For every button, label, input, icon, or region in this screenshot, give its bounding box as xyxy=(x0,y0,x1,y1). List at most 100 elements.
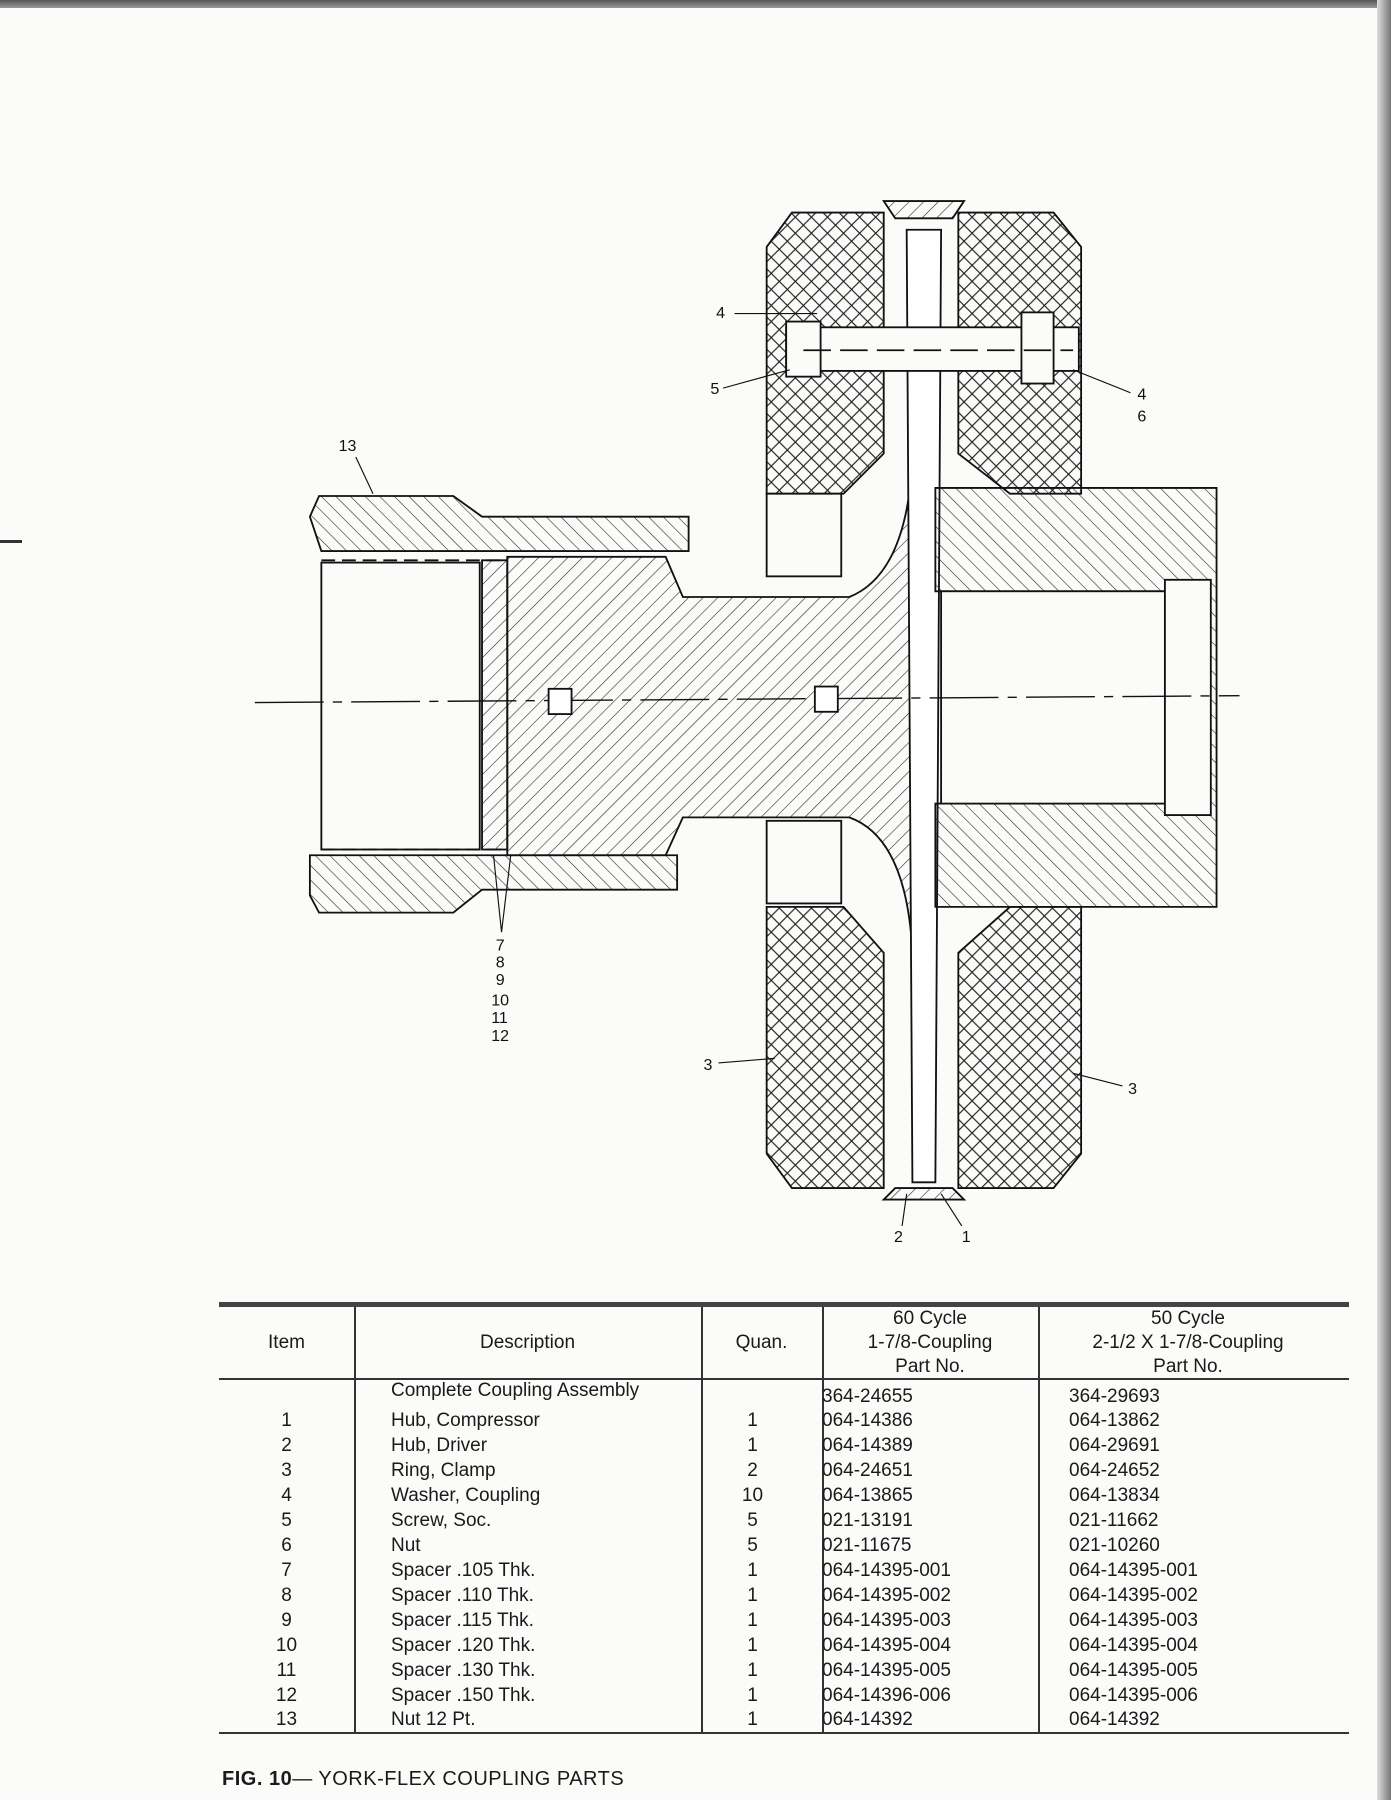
callout-7: 7 xyxy=(496,936,505,954)
description-cell: Ring, Clamp xyxy=(391,1460,496,1481)
quantity-cell: 5 xyxy=(747,1510,758,1531)
part-no-50-cycle-cell: 064-13862 xyxy=(1069,1410,1160,1431)
part-no-50-cycle-cell: 064-14395-004 xyxy=(1069,1635,1198,1656)
callout-2: 2 xyxy=(894,1228,903,1246)
quantity-cell: 2 xyxy=(747,1460,758,1481)
header-item: Item xyxy=(268,1331,305,1353)
part-no-50-cycle-cell: 021-10260 xyxy=(1069,1535,1160,1556)
part-no-60-cycle-cell: 064-14389 xyxy=(822,1435,913,1456)
description-cell: Screw, Soc. xyxy=(391,1510,492,1531)
quantity-cell: 10 xyxy=(741,1485,764,1506)
part-no-60-cycle-cell: 064-14395-005 xyxy=(822,1660,951,1681)
part-no-50-cycle-cell: 064-14395-003 xyxy=(1069,1610,1198,1631)
item-cell: 9 xyxy=(281,1610,292,1631)
scan-right-edge xyxy=(1377,0,1391,1800)
column-divider xyxy=(822,1307,824,1732)
quantity-cell: 1 xyxy=(747,1585,758,1606)
description-cell: Spacer .115 Thk. xyxy=(391,1610,534,1631)
item-cell: 11 xyxy=(276,1660,297,1681)
callout-4: 4 xyxy=(1137,386,1146,404)
quantity-cell: 1 xyxy=(747,1410,758,1431)
callout-1: 1 xyxy=(962,1228,971,1246)
part-no-60-cycle-cell: 064-14386 xyxy=(822,1410,913,1431)
part-no-60-cycle-cell: 064-14396-006 xyxy=(822,1685,951,1706)
header-line: 50 Cycle xyxy=(1151,1307,1225,1329)
nut-13 xyxy=(308,495,690,553)
table-header-rule xyxy=(219,1378,1349,1380)
part-no-50-cycle-cell: 064-24652 xyxy=(1069,1460,1160,1481)
description-cell: Spacer .120 Thk. xyxy=(391,1635,536,1656)
part-no-50-cycle-cell: 021-11662 xyxy=(1069,1510,1159,1531)
table-top-rule xyxy=(219,1302,1349,1307)
callout-3: 3 xyxy=(704,1056,713,1074)
part-no-60-cycle-cell: 064-14395-004 xyxy=(822,1635,951,1656)
description-cell: Hub, Driver xyxy=(391,1435,488,1456)
part-no-50-cycle-cell: 064-29691 xyxy=(1069,1435,1160,1456)
description-cell: Spacer .130 Thk. xyxy=(391,1660,536,1681)
description-cell: Hub, Compressor xyxy=(391,1410,540,1431)
description-cell: Spacer .110 Thk. xyxy=(391,1585,534,1606)
callout-10: 10 xyxy=(491,992,509,1010)
quantity-cell: 1 xyxy=(747,1635,758,1656)
quantity-cell: 1 xyxy=(747,1660,758,1681)
callout-12: 12 xyxy=(491,1027,509,1045)
centerline xyxy=(254,695,1240,704)
callout-6: 6 xyxy=(1137,407,1146,425)
header-part-50-cycle: 50 Cycle 2-1/2 X 1-7/8-Coupling Part No. xyxy=(1038,1307,1338,1378)
part-no-50-cycle-cell: 064-14392 xyxy=(1069,1709,1160,1730)
item-cell: 1 xyxy=(281,1410,292,1431)
table-row: Complete Coupling Assembly 364-24655 364-2… xyxy=(219,1380,1349,1411)
header-quantity: Quan. xyxy=(735,1331,788,1353)
table-bottom-rule xyxy=(219,1732,1349,1734)
quantity-cell: 5 xyxy=(747,1535,758,1556)
header-part-60-cycle: 60 Cycle 1-7/8-Coupling Part No. xyxy=(822,1307,1038,1378)
item-cell: 13 xyxy=(275,1709,298,1730)
callout-11: 11 xyxy=(491,1009,508,1027)
item-cell: 6 xyxy=(281,1535,292,1556)
parts-table: Item Description Quan. 60 Cycle 1-7/8-Co… xyxy=(219,1302,1349,1734)
clamp-ring-bottom xyxy=(765,905,885,1189)
part-no-60-cycle-cell: 064-24651 xyxy=(822,1460,913,1481)
part-no-50-cycle-cell: 064-14395-002 xyxy=(1069,1585,1198,1606)
description-cell: Spacer .150 Thk. xyxy=(391,1685,536,1706)
part-no-50-cycle-cell: 064-14395-006 xyxy=(1069,1685,1198,1706)
description-cell: Nut xyxy=(391,1535,421,1556)
item-cell: 4 xyxy=(281,1485,292,1506)
header-description: Description xyxy=(479,1331,576,1353)
item-cell: 10 xyxy=(275,1635,298,1656)
column-divider xyxy=(1038,1307,1040,1732)
callout-13: 13 xyxy=(339,437,357,455)
margin-mark xyxy=(0,540,22,543)
quantity-cell: 1 xyxy=(747,1610,758,1631)
callout-labels: 13 4 5 4 6 7 8 9 10 11 12 3 3 2 1 xyxy=(339,304,1147,1246)
part-no-50-cycle-cell: 064-14395-001 xyxy=(1069,1560,1198,1581)
quantity-cell: 1 xyxy=(747,1685,758,1706)
header-line: 2-1/2 X 1-7/8-Coupling xyxy=(1092,1331,1284,1353)
figure-caption: FIG. 10— YORK-FLEX COUPLING PARTS xyxy=(222,1768,624,1791)
part-no-60-cycle-cell: 064-13865 xyxy=(822,1485,913,1506)
part-no-60-cycle-cell: 364-24655 xyxy=(822,1386,913,1407)
description-cell: Nut 12 Pt. xyxy=(391,1709,476,1730)
part-no-60-cycle-cell: 021-11675 xyxy=(822,1535,912,1556)
column-divider xyxy=(701,1307,703,1732)
table-row: 1 Hub, Compressor 1 064-14386 064-13862 xyxy=(219,1410,1349,1435)
spacer-stack xyxy=(481,559,509,851)
quantity-cell: 1 xyxy=(747,1435,758,1456)
description-cell: Complete Coupling Assembly xyxy=(391,1380,640,1401)
header-line: 60 Cycle xyxy=(893,1307,967,1329)
part-no-60-cycle-cell: 021-13191 xyxy=(822,1510,913,1531)
item-cell: 7 xyxy=(281,1560,292,1581)
part-no-50-cycle-cell: 364-29693 xyxy=(1069,1386,1160,1407)
part-no-50-cycle-cell: 064-13834 xyxy=(1069,1485,1160,1506)
